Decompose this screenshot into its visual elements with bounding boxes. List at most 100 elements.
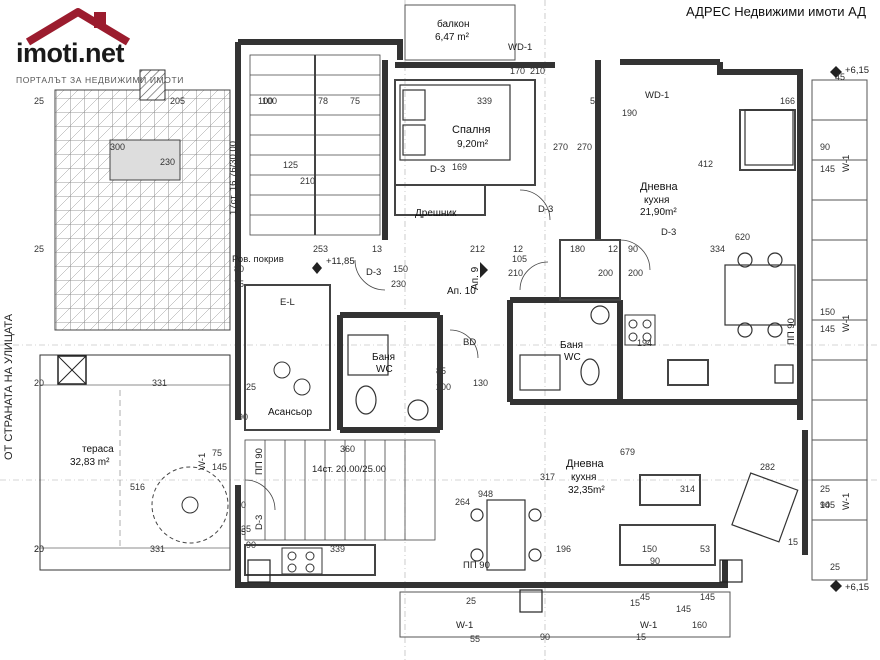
dimension-label: 253 xyxy=(313,244,328,254)
apartment-no2: Ап. 10 xyxy=(447,286,476,297)
dimension-label: 85 xyxy=(436,366,446,376)
dimension-label: 57 xyxy=(590,96,600,106)
dimension-label: 230 xyxy=(160,157,175,167)
dimension-label: 25 xyxy=(466,596,476,606)
dimension-label: 20 xyxy=(34,544,44,554)
dimension-label: 331 xyxy=(150,544,165,554)
dimension-label: 20 xyxy=(34,378,44,388)
bath1-label: Баня xyxy=(372,352,395,363)
dimension-label: 125 xyxy=(283,160,298,170)
dimension-label: 230 xyxy=(391,279,406,289)
roof-ridge xyxy=(109,139,181,181)
dimension-label: 145 xyxy=(820,324,835,334)
imoti-logo: imoti.net ПОРТАЛЪТ ЗА НЕДВИЖИМИ ИМОТИ xyxy=(6,6,186,86)
living2-area: 32,35m² xyxy=(568,485,605,496)
terrace-label: тераса xyxy=(82,444,114,455)
dimension-label: 194 xyxy=(637,338,652,348)
dimension-label: 948 xyxy=(478,489,493,499)
dimension-label: 80 xyxy=(234,264,244,274)
balcony-label: балкон xyxy=(437,18,469,30)
d3a: D-3 xyxy=(430,164,445,175)
dimension-label: 145 xyxy=(820,500,835,510)
living1-table xyxy=(724,109,796,338)
roof-tiles xyxy=(54,89,231,331)
agency-watermark: АДРЕС Недвижими имоти АД xyxy=(686,4,866,19)
dimension-label: 205 xyxy=(170,96,185,106)
dimension-label: 35 xyxy=(236,527,246,537)
dimension-label: 270 xyxy=(577,142,592,152)
dimension-label: 45 xyxy=(835,72,845,82)
w1a: W-1 xyxy=(841,155,852,172)
dimension-label: 620 xyxy=(735,232,750,242)
logo-text: imoti.net xyxy=(16,38,125,68)
dimension-label: 45 xyxy=(640,592,650,602)
bottom-balcony xyxy=(399,591,731,638)
bedroom-bed xyxy=(399,84,511,161)
thin-walls xyxy=(244,79,796,576)
dimension-label: 25 xyxy=(820,484,830,494)
dimension-label: 190 xyxy=(622,108,637,118)
dimension-label: 25 xyxy=(34,96,44,106)
living2-label: Дневна xyxy=(566,458,605,470)
level-615a: +6,15 xyxy=(845,65,869,76)
dimension-label: 516 xyxy=(130,482,145,492)
balcony-area xyxy=(404,4,516,61)
terrace-area xyxy=(39,354,231,571)
stairs2-label: 14ст. 20.00/25.00 xyxy=(312,464,386,475)
terrace-turn-circle xyxy=(151,466,229,544)
wheelchair-symbols xyxy=(181,361,311,514)
bd-label: BD xyxy=(463,337,476,348)
dimension-label: 90 xyxy=(628,244,638,254)
dimension-label: 105 xyxy=(512,254,527,264)
bedroom-area: 9,20m² xyxy=(457,139,489,150)
dimension-label: 15 xyxy=(636,632,646,642)
level-615b: +6,15 xyxy=(845,582,869,593)
dimension-label: 78 xyxy=(318,96,328,106)
d3e: D-3 xyxy=(254,515,265,530)
dimension-label: 334 xyxy=(710,244,725,254)
wd1b: WD-1 xyxy=(645,90,669,101)
dimension-label: 12 xyxy=(608,244,618,254)
dimension-label: 235 xyxy=(236,524,251,534)
level-markers xyxy=(312,66,842,592)
dimension-label: 25 xyxy=(830,562,840,572)
dimension-label: 679 xyxy=(620,447,635,457)
drain-box xyxy=(57,355,87,385)
dimension-label: 75 xyxy=(234,279,244,289)
dimension-label: 25 xyxy=(34,244,44,254)
dimension-label: 169 xyxy=(452,162,467,172)
pp90b: ПП 90 xyxy=(254,448,265,475)
dimension-label: 150 xyxy=(820,307,835,317)
dimension-label: 180 xyxy=(570,244,585,254)
staircase-upper xyxy=(249,54,381,236)
dimension-label: 90 xyxy=(820,500,830,510)
dimension-label: 212 xyxy=(470,244,485,254)
kitchen-counters xyxy=(281,314,656,575)
w1f: W-1 xyxy=(640,620,657,631)
bath2-label: Баня xyxy=(560,340,583,351)
walls xyxy=(235,39,808,588)
street-side: ОТ СТРАНАТА НА УЛИЦАТА xyxy=(3,313,15,460)
dimension-label: 15 xyxy=(630,598,640,608)
level-1185: +11,85 xyxy=(326,256,355,267)
dimension-label: 90 xyxy=(246,540,256,550)
living2-furniture xyxy=(470,472,799,571)
house-roof-icon xyxy=(25,8,131,46)
dimension-label: 317 xyxy=(540,472,555,482)
dimension-label: 200 xyxy=(436,382,451,392)
drain-boxes xyxy=(247,364,794,613)
dimension-label: 300 xyxy=(110,142,125,152)
dimension-label: 53 xyxy=(700,544,710,554)
dimension-label: 90 xyxy=(650,556,660,566)
dimension-label: 25 xyxy=(246,382,256,392)
logo-tagline: ПОРТАЛЪТ ЗА НЕДВИЖИМИ ИМОТИ xyxy=(16,75,184,85)
dimension-label: 145 xyxy=(820,164,835,174)
dimension-label: 264 xyxy=(455,497,470,507)
dimension-label: 75 xyxy=(212,448,222,458)
dimension-label: 90 xyxy=(540,632,550,642)
dimension-label: 210 xyxy=(300,176,315,186)
elevator-label: Асансьор xyxy=(268,407,313,418)
dimension-label: 282 xyxy=(760,462,775,472)
dimension-label: 166 xyxy=(780,96,795,106)
